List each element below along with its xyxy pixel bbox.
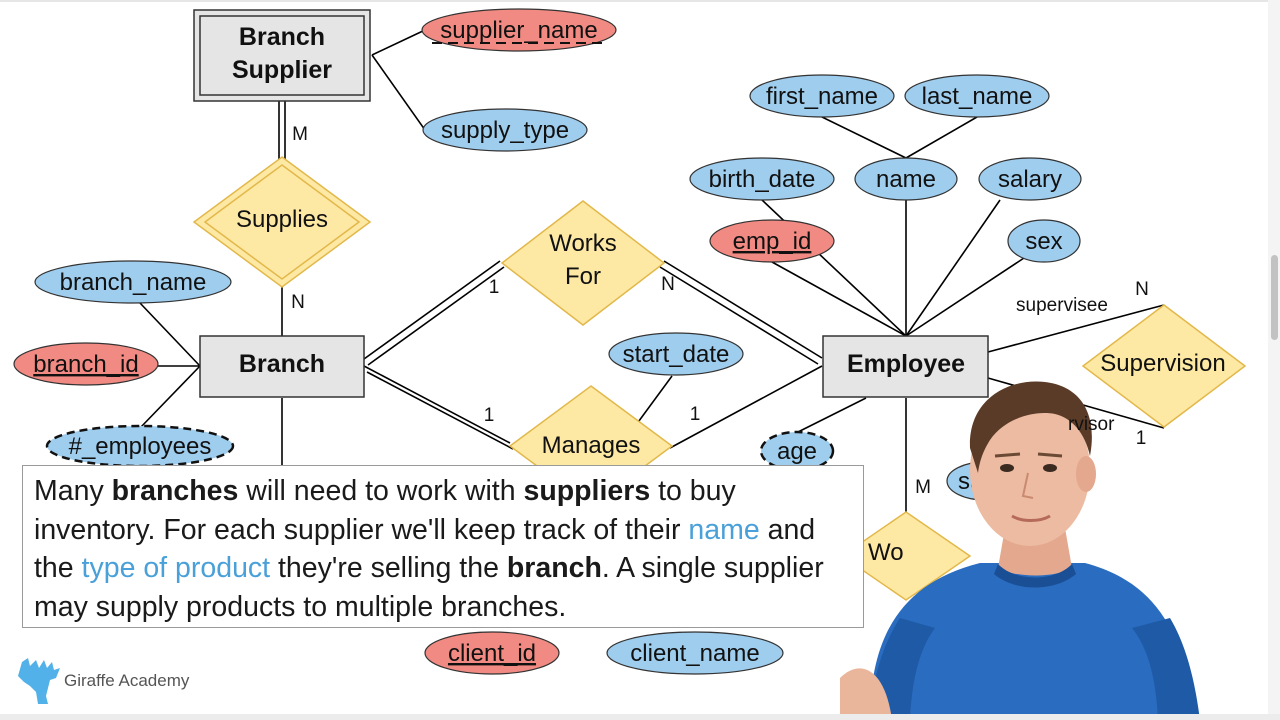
attribute-supply-type-label: supply_type [441, 117, 569, 144]
relationship-supplies[interactable]: Supplies [192, 156, 372, 288]
entity-branch-supplier-label-1: Branch [239, 23, 325, 51]
attribute-last-name[interactable]: last_name [904, 74, 1050, 118]
attribute-emp-id[interactable]: emp_id [709, 219, 835, 263]
attribute-employees-count[interactable]: #_employees [45, 424, 235, 468]
attribute-client-name[interactable]: client_name [606, 631, 784, 675]
bottom-bar [0, 714, 1280, 720]
giraffe-icon [18, 658, 60, 704]
role-supervisor-partial: rvisor [1068, 414, 1115, 435]
caption-bold-branch: branch [506, 552, 602, 584]
caption-highlight-type: type of product [81, 552, 271, 584]
caption-box: Many branches will need to work with sup… [22, 465, 864, 628]
entity-branch[interactable]: Branch [199, 335, 365, 398]
attribute-name-label: name [876, 166, 936, 193]
attribute-emp-id-label: emp_id [733, 228, 812, 255]
caption-text: and the [34, 513, 816, 585]
top-border [0, 0, 1280, 2]
caption-text: they're selling the [270, 552, 507, 584]
attribute-last-name-label: last_name [922, 83, 1033, 110]
cardinality-supervision-bottom: 1 [1136, 428, 1147, 449]
entity-employee-label: Employee [847, 350, 965, 378]
relationship-supplies-label: Supplies [236, 206, 328, 233]
entity-employee[interactable]: Employee [822, 335, 989, 398]
presenter-video [840, 381, 1200, 720]
relationship-works-for[interactable]: Works For [500, 200, 666, 326]
cardinality-works-for-right: N [661, 274, 675, 295]
caption-bold-branches: branches [111, 475, 239, 507]
caption-text: Many [34, 475, 112, 507]
attribute-branch-id[interactable]: branch_id [13, 342, 159, 386]
relationship-works-for-label-1: Works [549, 230, 617, 257]
cardinality-manages-left: 1 [484, 405, 495, 426]
cardinality-employee-works-with: M [915, 477, 931, 498]
cardinality-supplies-bottom: N [291, 292, 305, 313]
logo-text: Giraffe Academy [64, 671, 190, 690]
attribute-sex-label: sex [1025, 228, 1062, 255]
cardinality-supervision-top: N [1135, 279, 1149, 300]
relationship-manages-label: Manages [542, 432, 641, 459]
attribute-first-name[interactable]: first_name [749, 74, 895, 118]
attribute-age-label: age [777, 438, 817, 465]
attribute-branch-id-label: branch_id [33, 351, 138, 378]
role-supervisor-overlay: rvisor [1068, 414, 1115, 435]
attribute-employees-count-label: #_employees [69, 433, 212, 460]
scrollbar-track[interactable] [1268, 0, 1280, 720]
cardinality-labels: M N 1 N 1 1 N 1 M [291, 124, 1149, 498]
attribute-branch-name[interactable]: branch_name [34, 260, 232, 304]
attribute-client-id-label: client_id [448, 640, 536, 667]
attribute-sex[interactable]: sex [1007, 219, 1081, 263]
attribute-supplier-name-label: supplier_name [440, 17, 597, 44]
attribute-client-name-label: client_name [630, 640, 759, 667]
attribute-branch-name-label: branch_name [60, 269, 207, 296]
relationship-works-for-label-2: For [565, 263, 601, 290]
attribute-start-date-label: start_date [623, 341, 730, 368]
attribute-supply-type[interactable]: supply_type [422, 108, 588, 152]
double-lines [278, 98, 823, 450]
entity-branch-supplier[interactable]: Branch Supplier [193, 9, 371, 102]
attribute-client-id[interactable]: client_id [424, 631, 560, 675]
attribute-start-date[interactable]: start_date [608, 332, 744, 376]
attribute-salary[interactable]: salary [978, 157, 1082, 201]
giraffe-academy-logo[interactable]: Giraffe Academy [16, 656, 189, 706]
relationship-works-with-label: Wo [868, 539, 904, 566]
caption-highlight-name: name [688, 513, 760, 546]
entity-branch-label: Branch [239, 350, 325, 378]
attribute-supplier-name[interactable]: supplier_name [421, 8, 617, 52]
caption-text: to buy inventory. For each supplier we'l… [34, 475, 736, 546]
cardinality-manages-right: 1 [690, 404, 701, 425]
caption-text: will need to work with [238, 475, 524, 507]
attribute-name[interactable]: name [854, 157, 958, 201]
scrollbar-thumb[interactable] [1271, 255, 1278, 340]
cardinality-supplies-top: M [292, 124, 308, 145]
attribute-birth-date-label: birth_date [709, 166, 816, 193]
relationship-supervision-label: Supervision [1100, 350, 1225, 377]
caption-bold-suppliers: suppliers [523, 475, 651, 507]
attribute-salary-label: salary [998, 166, 1062, 193]
role-supervisee: supervisee [1016, 295, 1108, 316]
cardinality-works-for-left: 1 [489, 277, 500, 298]
caption-text: . A single supplier may supply products … [34, 552, 824, 623]
entity-branch-supplier-label-2: Supplier [232, 56, 332, 84]
attribute-birth-date[interactable]: birth_date [689, 157, 835, 201]
relationship-supervision[interactable]: Supervision [1081, 304, 1247, 428]
attribute-first-name-label: first_name [766, 83, 878, 110]
